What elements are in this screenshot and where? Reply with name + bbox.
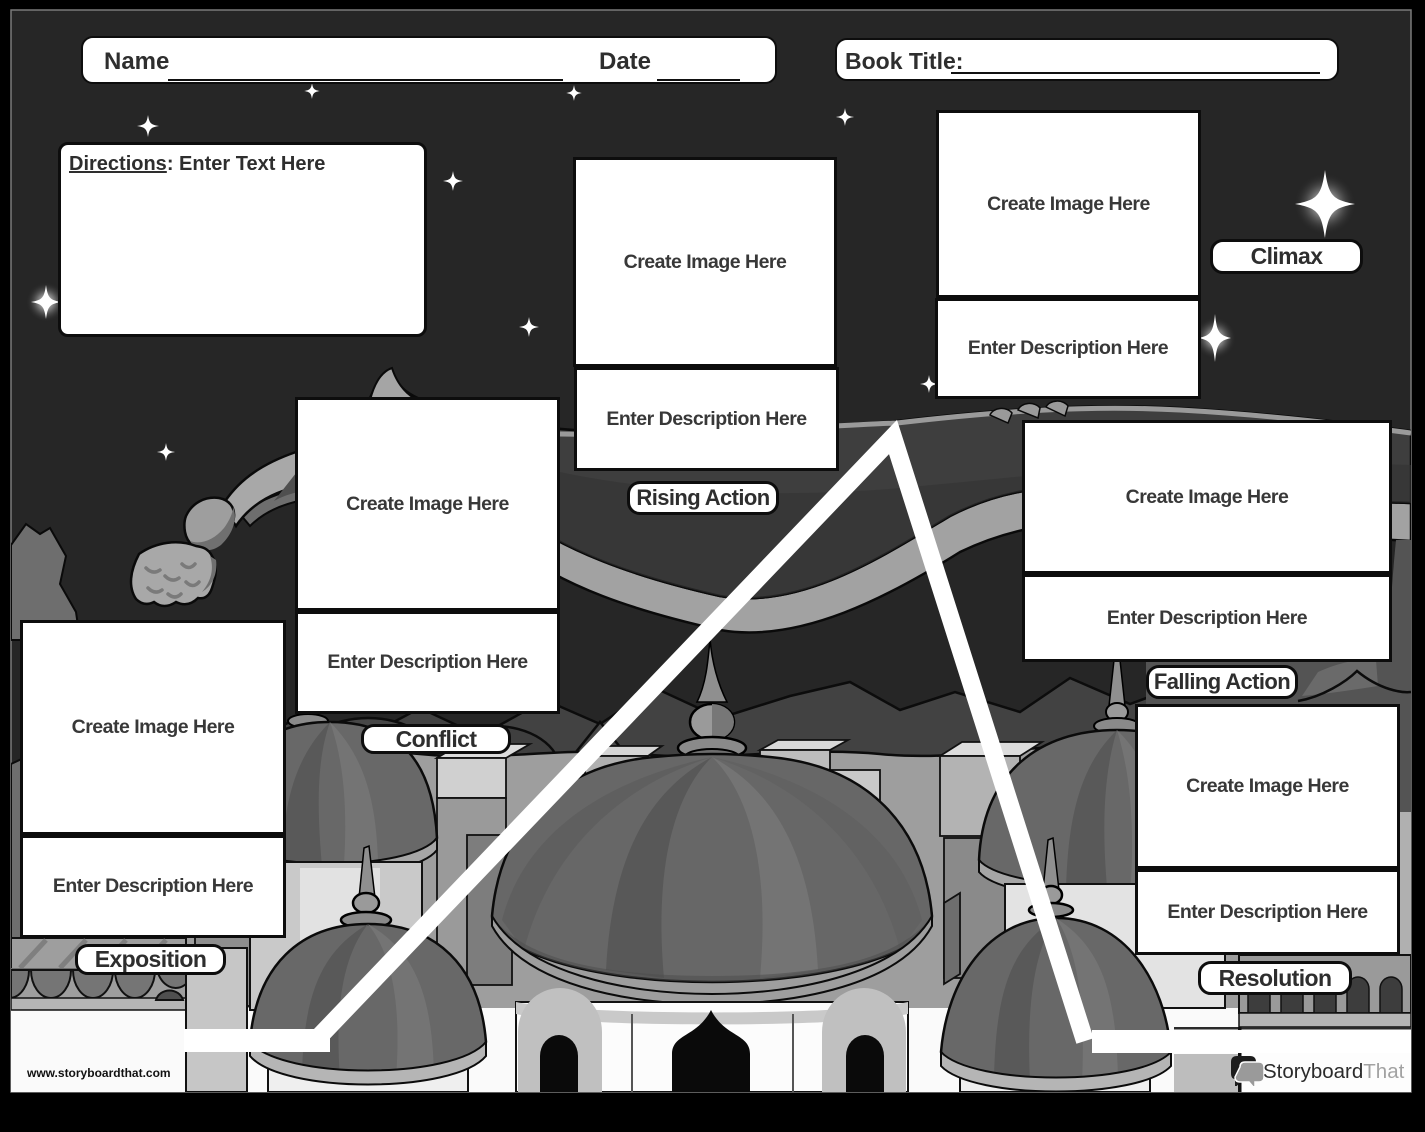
svg-text:StoryboardThat: StoryboardThat: [1263, 1060, 1405, 1083]
